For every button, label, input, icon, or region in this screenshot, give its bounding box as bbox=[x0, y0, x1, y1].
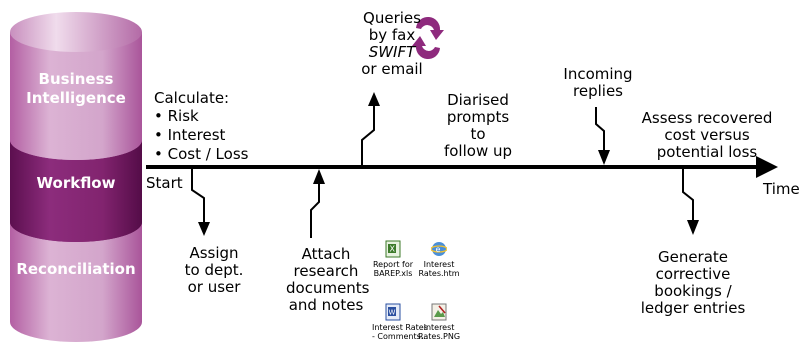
calculate-list: Risk Interest Cost / Loss bbox=[154, 107, 249, 164]
calculate-label: Calculate: Risk Interest Cost / Loss bbox=[154, 90, 248, 164]
file-name: Rates.PNG bbox=[418, 332, 461, 341]
workflow-label: Workflow bbox=[36, 174, 116, 192]
incoming-arrow bbox=[595, 107, 610, 165]
assign-arrow bbox=[191, 168, 210, 236]
file-item[interactable]: X Report for BAREP.xls bbox=[372, 240, 414, 278]
assess-label: Assess recovered cost versus potential l… bbox=[641, 109, 773, 161]
file-item[interactable]: W Interest Rates - Comments... bbox=[372, 303, 429, 341]
assign-label: Assign to dept. or user bbox=[184, 244, 244, 296]
file-item[interactable]: e Interest Rates.htm bbox=[418, 240, 460, 278]
workflow-layer bbox=[10, 140, 142, 242]
image-icon bbox=[431, 303, 447, 321]
queries-label: Queries by fax SWIFT or email bbox=[361, 9, 423, 78]
business-intelligence-label: Business Intelligence bbox=[26, 70, 126, 107]
business-intelligence-layer bbox=[10, 32, 142, 160]
file-name: Rates.htm bbox=[418, 269, 460, 278]
svg-text:X: X bbox=[390, 245, 396, 254]
excel-icon: X bbox=[385, 240, 401, 258]
file-item[interactable]: Interest Rates.PNG bbox=[418, 303, 460, 341]
calculate-item: Interest bbox=[154, 126, 248, 145]
timeline-arrowhead bbox=[756, 156, 778, 178]
start-label: Start bbox=[146, 174, 183, 192]
word-icon: W bbox=[385, 303, 401, 321]
diarised-label: Diarised prompts to follow up bbox=[443, 91, 513, 160]
attach-label: Attach research documents and notes bbox=[286, 245, 370, 314]
svg-text:e: e bbox=[436, 245, 441, 254]
file-name: Interest bbox=[423, 260, 455, 269]
reconciliation-label: Reconciliation bbox=[16, 260, 136, 278]
file-name: BAREP.xls bbox=[373, 269, 413, 278]
svg-text:W: W bbox=[389, 309, 396, 317]
calculate-item: Risk bbox=[154, 107, 248, 126]
file-name: Interest Rates bbox=[372, 323, 428, 332]
cylinder-top bbox=[10, 12, 142, 52]
file-name: Interest bbox=[423, 323, 455, 332]
incoming-label: Incoming replies bbox=[563, 65, 633, 100]
html-icon: e bbox=[430, 240, 448, 258]
generate-label: Generate corrective bookings / ledger en… bbox=[640, 248, 746, 317]
generate-arrow bbox=[682, 168, 699, 235]
file-name: Report for bbox=[372, 260, 414, 269]
cycle-arrows-icon bbox=[412, 16, 444, 60]
time-label: Time bbox=[763, 180, 800, 198]
calculate-item: Cost / Loss bbox=[154, 145, 249, 164]
file-name: - Comments... bbox=[372, 332, 429, 341]
attach-arrow bbox=[310, 169, 325, 238]
queries-arrow bbox=[361, 92, 380, 166]
reconciliation-layer bbox=[10, 222, 142, 342]
